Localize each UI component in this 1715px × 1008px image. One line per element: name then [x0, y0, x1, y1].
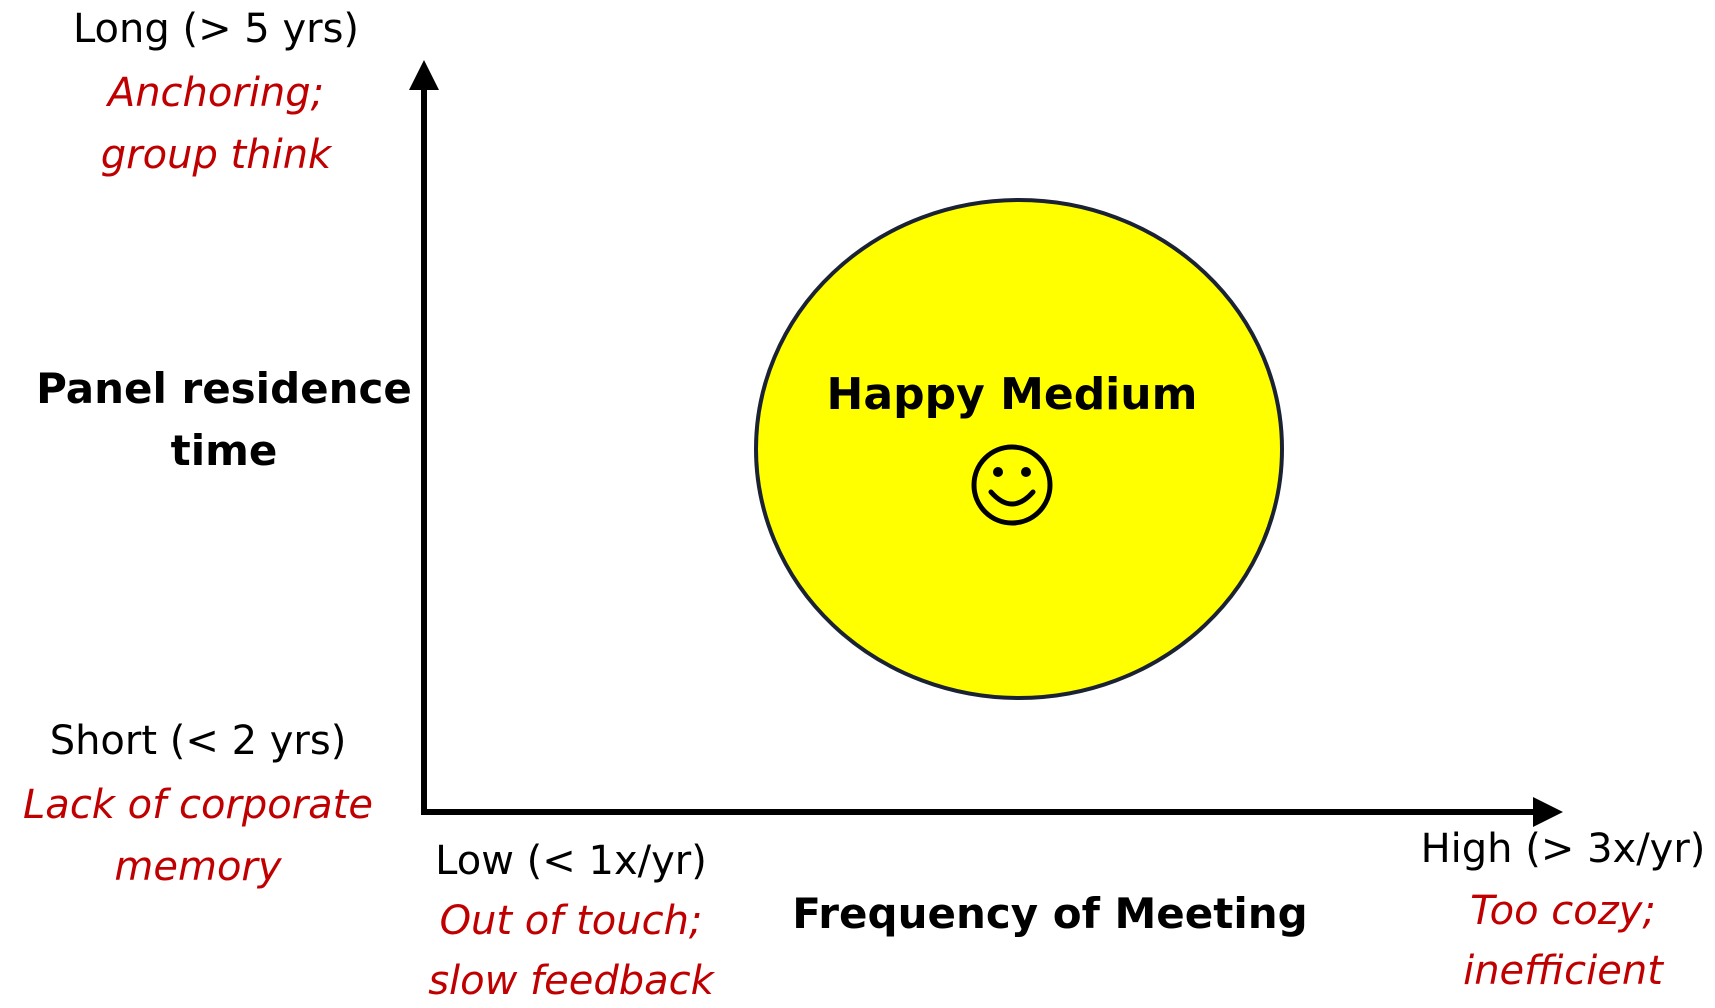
x-axis-right-note-line2: inefficient [1463, 948, 1663, 994]
y-axis-top-note: Anchoring; group think [101, 70, 331, 178]
x-axis-right-note-line1: Too cozy; [1470, 888, 1656, 934]
x-axis-left-note-line2: slow feedback [428, 958, 714, 1004]
x-axis-left-note-line1: Out of touch; [439, 898, 703, 944]
x-axis-right-label: High (> 3x/yr) [1420, 826, 1706, 872]
x-axis-left-label: Low (< 1x/yr) [435, 838, 707, 884]
y-axis-title-line1: Panel residence [36, 364, 412, 413]
x-axis-right-note: Too cozy; inefficient [1463, 888, 1663, 994]
y-axis-bottom-note: Lack of corporate memory [23, 782, 373, 890]
y-axis-top-note-line1: Anchoring; [107, 70, 325, 116]
happy-medium-label: Happy Medium [826, 369, 1198, 420]
y-axis-top-label: Long (> 5 yrs) [72, 6, 360, 52]
y-axis-title-line2: time [170, 426, 278, 476]
y-axis-bottom-label: Short (< 2 yrs) [49, 718, 347, 764]
y-axis-top-note-line2: group think [100, 132, 332, 178]
x-axis-title: Frequency of Meeting [792, 889, 1308, 938]
y-axis-bottom-note-line2: memory [114, 844, 282, 890]
y-axis-arrowhead [409, 60, 439, 90]
y-axis-bottom-note-line1: Lack of corporate [23, 782, 373, 828]
smiley-face-icon [971, 444, 1053, 526]
x-axis-arrowhead [1533, 797, 1563, 827]
x-axis-left-note: Out of touch; slow feedback [428, 898, 714, 1004]
y-axis-title: Panel residence time [36, 364, 412, 476]
